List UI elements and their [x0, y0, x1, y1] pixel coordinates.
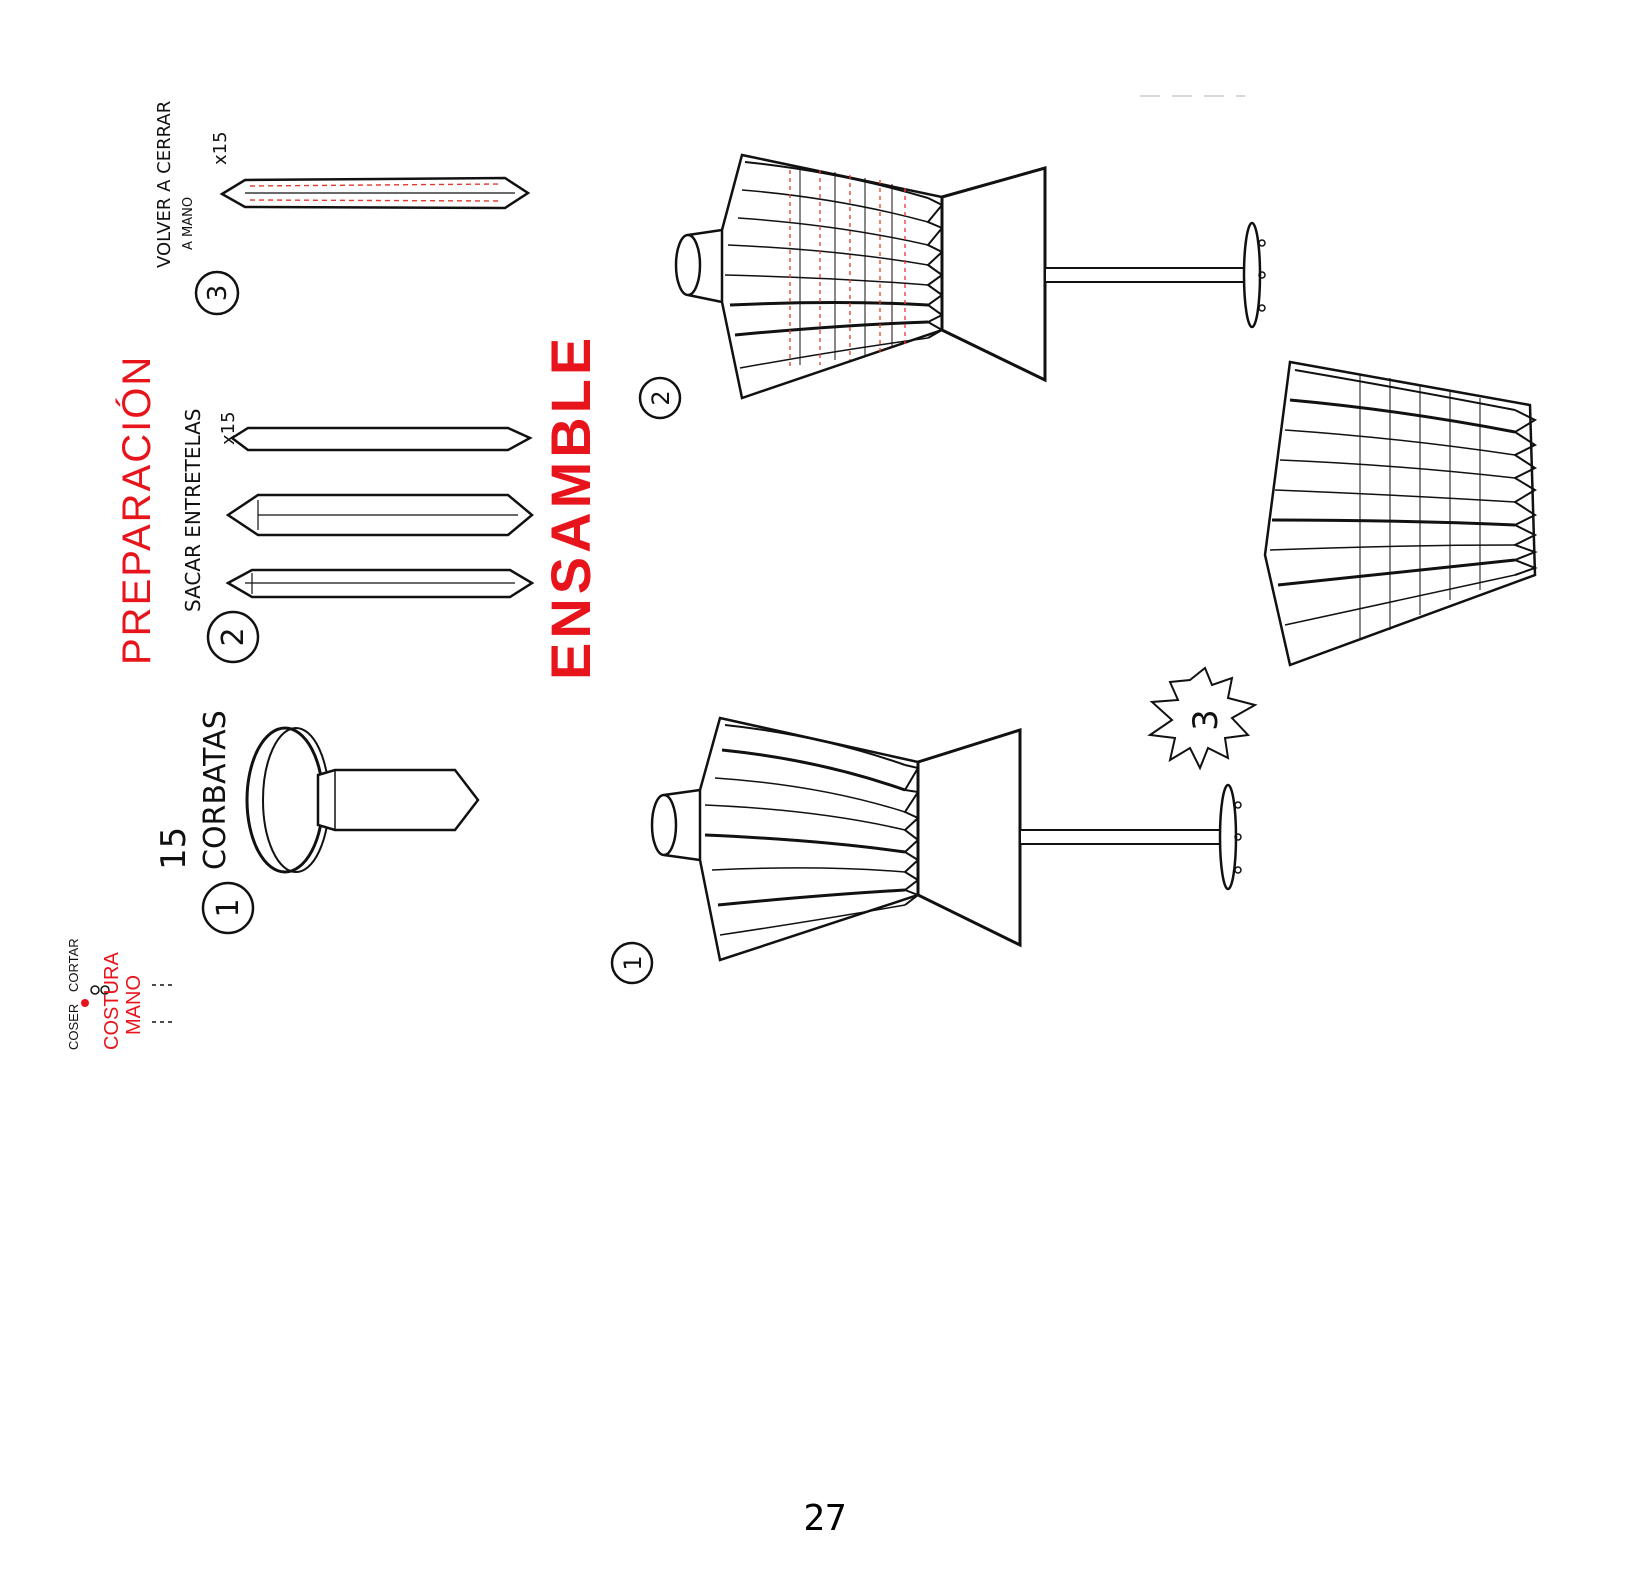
step-number: 2 — [216, 627, 251, 646]
step-number: 2 — [647, 390, 675, 405]
step-label-volver: VOLVER A CERRAR — [154, 101, 175, 268]
step-label-corbatas: CORBATAS — [198, 710, 233, 870]
tie-blade-icon — [229, 426, 533, 452]
tie-blade-icon — [225, 493, 534, 537]
tie-blade-icon — [219, 176, 531, 210]
scissors-icon — [90, 985, 110, 995]
tie-roll-icon — [245, 726, 480, 874]
step-label-sacar: SACAR ENTRETELAS — [181, 409, 205, 612]
legend-dot — [81, 999, 89, 1007]
step-number-circle — [194, 270, 240, 316]
step-number-circle — [610, 941, 654, 985]
prep-step-3: 3 VOLVER A CERRAR A MANO x15 — [154, 101, 531, 316]
heading-ensamble: ENSAMBLE — [539, 334, 602, 680]
legend: COSER CORTAR COSTURA MANO — [66, 938, 172, 1050]
step-number-circle — [201, 881, 255, 935]
step-number-circle — [638, 376, 682, 420]
dress-form-icon — [650, 716, 1242, 962]
assembly-step-1: 1 — [610, 716, 1242, 985]
page-number: 27 — [803, 1498, 847, 1539]
legend-mano: MANO — [123, 975, 145, 1035]
prep-step-2: 2 SACAR ENTRETELAS x15 — [181, 409, 535, 664]
step-number: 3 — [203, 285, 233, 302]
step-number: 1 — [211, 898, 246, 917]
heading-preparacion: PREPARACIÓN — [114, 355, 159, 665]
step-number-circle — [206, 610, 260, 664]
prep-step-1: 1 15 CORBATAS — [154, 710, 480, 935]
dress-form-icon — [674, 153, 1266, 400]
skirt-icon — [1263, 360, 1538, 667]
burst-icon — [1147, 666, 1258, 771]
assembly-step-3: 3 — [1147, 360, 1538, 771]
step-quantity: 15 — [154, 827, 194, 870]
legend-cortar: CORTAR — [66, 938, 81, 992]
step-number: 3 — [1186, 709, 1226, 731]
tie-blade-icon — [225, 568, 535, 599]
step-count: x15 — [210, 131, 231, 165]
step-label-mano: A MANO — [181, 197, 196, 250]
assembly-step-2: 2 — [638, 153, 1266, 420]
step-number: 1 — [619, 955, 647, 970]
legend-coser: COSER — [66, 1004, 81, 1050]
legend-costura: COSTURA — [101, 952, 123, 1050]
